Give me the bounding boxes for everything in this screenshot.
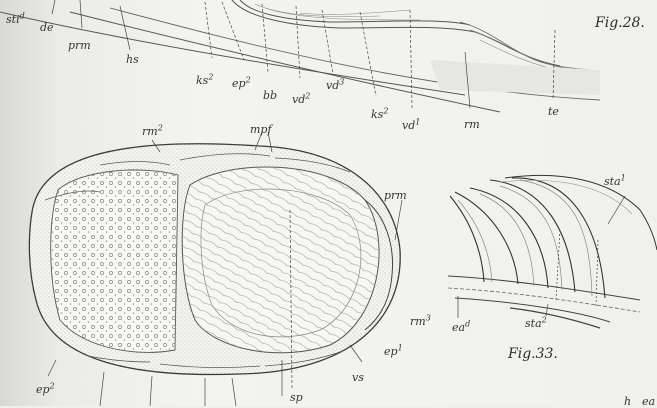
label-ep2-bottom-base: ep	[36, 383, 50, 396]
label-ks2-left: ks2	[196, 75, 213, 86]
fig28-caption: Fig.28.	[595, 16, 645, 30]
label-mpf-base: mpf	[250, 123, 272, 136]
label-te: te	[548, 106, 559, 117]
label-h-corner-base: h	[624, 395, 631, 408]
label-sp-base: sp	[290, 391, 303, 404]
label-prm-section-base: prm	[384, 189, 407, 202]
label-hs: hs	[126, 54, 139, 65]
label-h-corner: h	[624, 396, 631, 407]
label-rm3-sup: 3	[426, 313, 431, 322]
label-ep2-top-sup: 2	[246, 75, 251, 84]
label-ep1-base: ep	[384, 345, 398, 358]
label-vd2-base: vd	[292, 93, 305, 106]
label-ks2-right-base: ks	[371, 108, 383, 121]
cross-section-drawing	[29, 132, 410, 406]
label-vd1: vd1	[402, 120, 420, 131]
label-hs-base: hs	[126, 53, 139, 66]
label-de-base: de	[40, 21, 54, 34]
label-ep2-bottom-sup: 2	[50, 381, 55, 390]
label-sti-d: stid	[6, 14, 25, 25]
label-prm-base: prm	[68, 39, 91, 52]
label-sp: sp	[290, 392, 303, 403]
label-sta1-base: sta	[604, 175, 621, 188]
label-rm-base: rm	[464, 118, 480, 131]
label-rm2-sup: 2	[158, 123, 163, 132]
label-ep1: ep1	[384, 346, 403, 357]
label-ks2-left-base: ks	[196, 74, 208, 87]
label-ep1-sup: 1	[398, 343, 403, 352]
label-bb-base: bb	[263, 89, 277, 102]
label-rm: rm	[464, 119, 480, 130]
label-ea-d-sup: d	[465, 319, 470, 328]
fig33-caption: Fig.33.	[508, 347, 558, 361]
label-vd2: vd2	[292, 94, 310, 105]
label-sti-d-base: sti	[6, 13, 20, 26]
label-vs: vs	[352, 372, 364, 383]
label-vd3-sup: 3	[339, 77, 344, 86]
label-ea-d: ead	[452, 322, 470, 333]
label-sta2: sta2	[525, 318, 547, 329]
label-ks2-left-sup: 2	[208, 72, 213, 81]
label-vd2-sup: 2	[305, 91, 310, 100]
label-ea-corner-base: ea	[642, 395, 655, 408]
label-ks2-right: ks2	[371, 109, 388, 120]
label-sti-d-sup: d	[20, 11, 25, 20]
label-vd3: vd3	[326, 80, 344, 91]
label-te-base: te	[548, 105, 559, 118]
label-vd1-base: vd	[402, 119, 415, 132]
label-ea-corner: ea	[642, 396, 655, 407]
label-ep2-top-base: ep	[232, 77, 246, 90]
label-prm-section: prm	[384, 190, 407, 201]
label-ep2-bottom: ep2	[36, 384, 55, 395]
label-vs-base: vs	[352, 371, 364, 384]
label-mpf: mpf	[250, 124, 272, 135]
label-rm2: rm2	[142, 126, 163, 137]
label-prm: prm	[68, 40, 91, 51]
label-ea-d-base: ea	[452, 321, 465, 334]
label-bb: bb	[263, 90, 277, 101]
label-ep2-top: ep2	[232, 78, 251, 89]
label-sta2-base: sta	[525, 317, 542, 330]
label-vd1-sup: 1	[415, 117, 420, 126]
label-rm3-base: rm	[410, 315, 426, 328]
label-rm2-base: rm	[142, 125, 158, 138]
label-sta1-sup: 1	[621, 173, 626, 182]
label-rm3: rm3	[410, 316, 431, 327]
label-sta2-sup: 2	[542, 315, 547, 324]
label-vd3-base: vd	[326, 79, 339, 92]
fig33-drawing	[448, 175, 657, 328]
label-sta1: sta1	[604, 176, 626, 187]
label-de: de	[40, 22, 54, 33]
label-ks2-right-sup: 2	[383, 106, 388, 115]
